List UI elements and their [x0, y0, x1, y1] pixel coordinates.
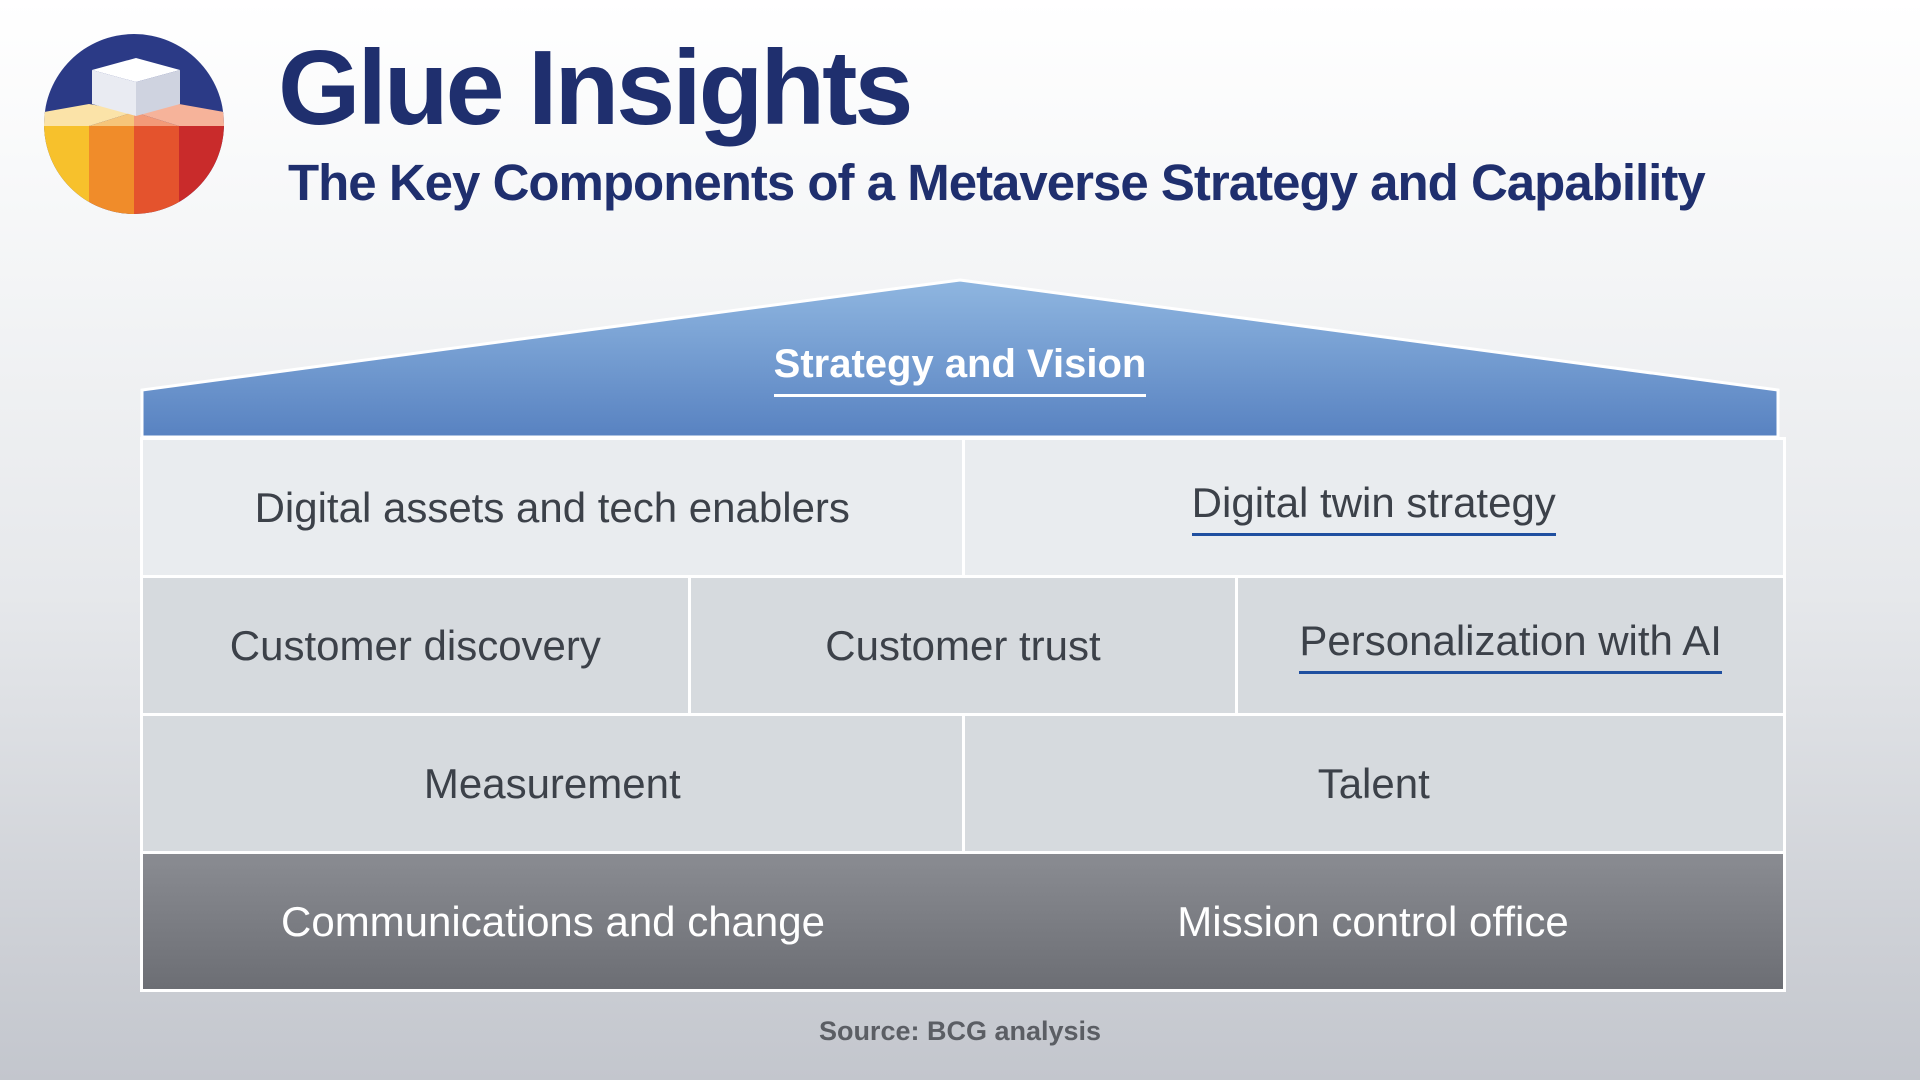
cell-label: Personalization with AI — [1299, 617, 1722, 674]
cell-label: Customer trust — [825, 621, 1101, 669]
cell-measurement: Measurement — [143, 716, 962, 851]
cell-label: Measurement — [423, 759, 681, 807]
foundation-row: Communications and change Mission contro… — [143, 854, 1783, 989]
cell-label: Customer discovery — [229, 621, 601, 669]
cell-digital-assets: Digital assets and tech enablers — [143, 440, 962, 575]
source-note: Source: BCG analysis — [818, 1016, 1102, 1046]
cell-label: Communications and change — [281, 897, 825, 945]
cell-label: Digital twin strategy — [1191, 479, 1556, 536]
house-diagram: Digital assets and tech enablers Digital… — [140, 437, 1786, 992]
cell-label: Talent — [1317, 759, 1430, 807]
diagram-row: Measurement Talent — [143, 716, 1783, 851]
cell-label: Mission control office — [1177, 897, 1569, 945]
cell-mission-control: Mission control office — [963, 854, 1783, 989]
cell-customer-trust: Customer trust — [690, 578, 1236, 713]
page-title: Glue Insights — [278, 29, 913, 147]
cell-talent: Talent — [964, 716, 1783, 851]
cell-communications-change: Communications and change — [143, 854, 963, 989]
cell-personalization-ai: Personalization with AI — [1238, 578, 1784, 713]
diagram-row: Customer discovery Customer trust Person… — [143, 578, 1784, 713]
cell-customer-discovery: Customer discovery — [143, 578, 688, 713]
cube-stack-logo-icon — [44, 34, 224, 214]
cell-label: Digital assets and tech enablers — [254, 483, 850, 531]
strategy-and-vision-label: Strategy and Vision — [773, 340, 1147, 397]
page-subtitle: The Key Components of a Metaverse Strate… — [288, 154, 1706, 211]
roof-label: Strategy and Vision — [140, 340, 1780, 397]
diagram-row: Digital assets and tech enablers Digital… — [143, 440, 1783, 575]
cell-digital-twin: Digital twin strategy — [964, 440, 1783, 575]
